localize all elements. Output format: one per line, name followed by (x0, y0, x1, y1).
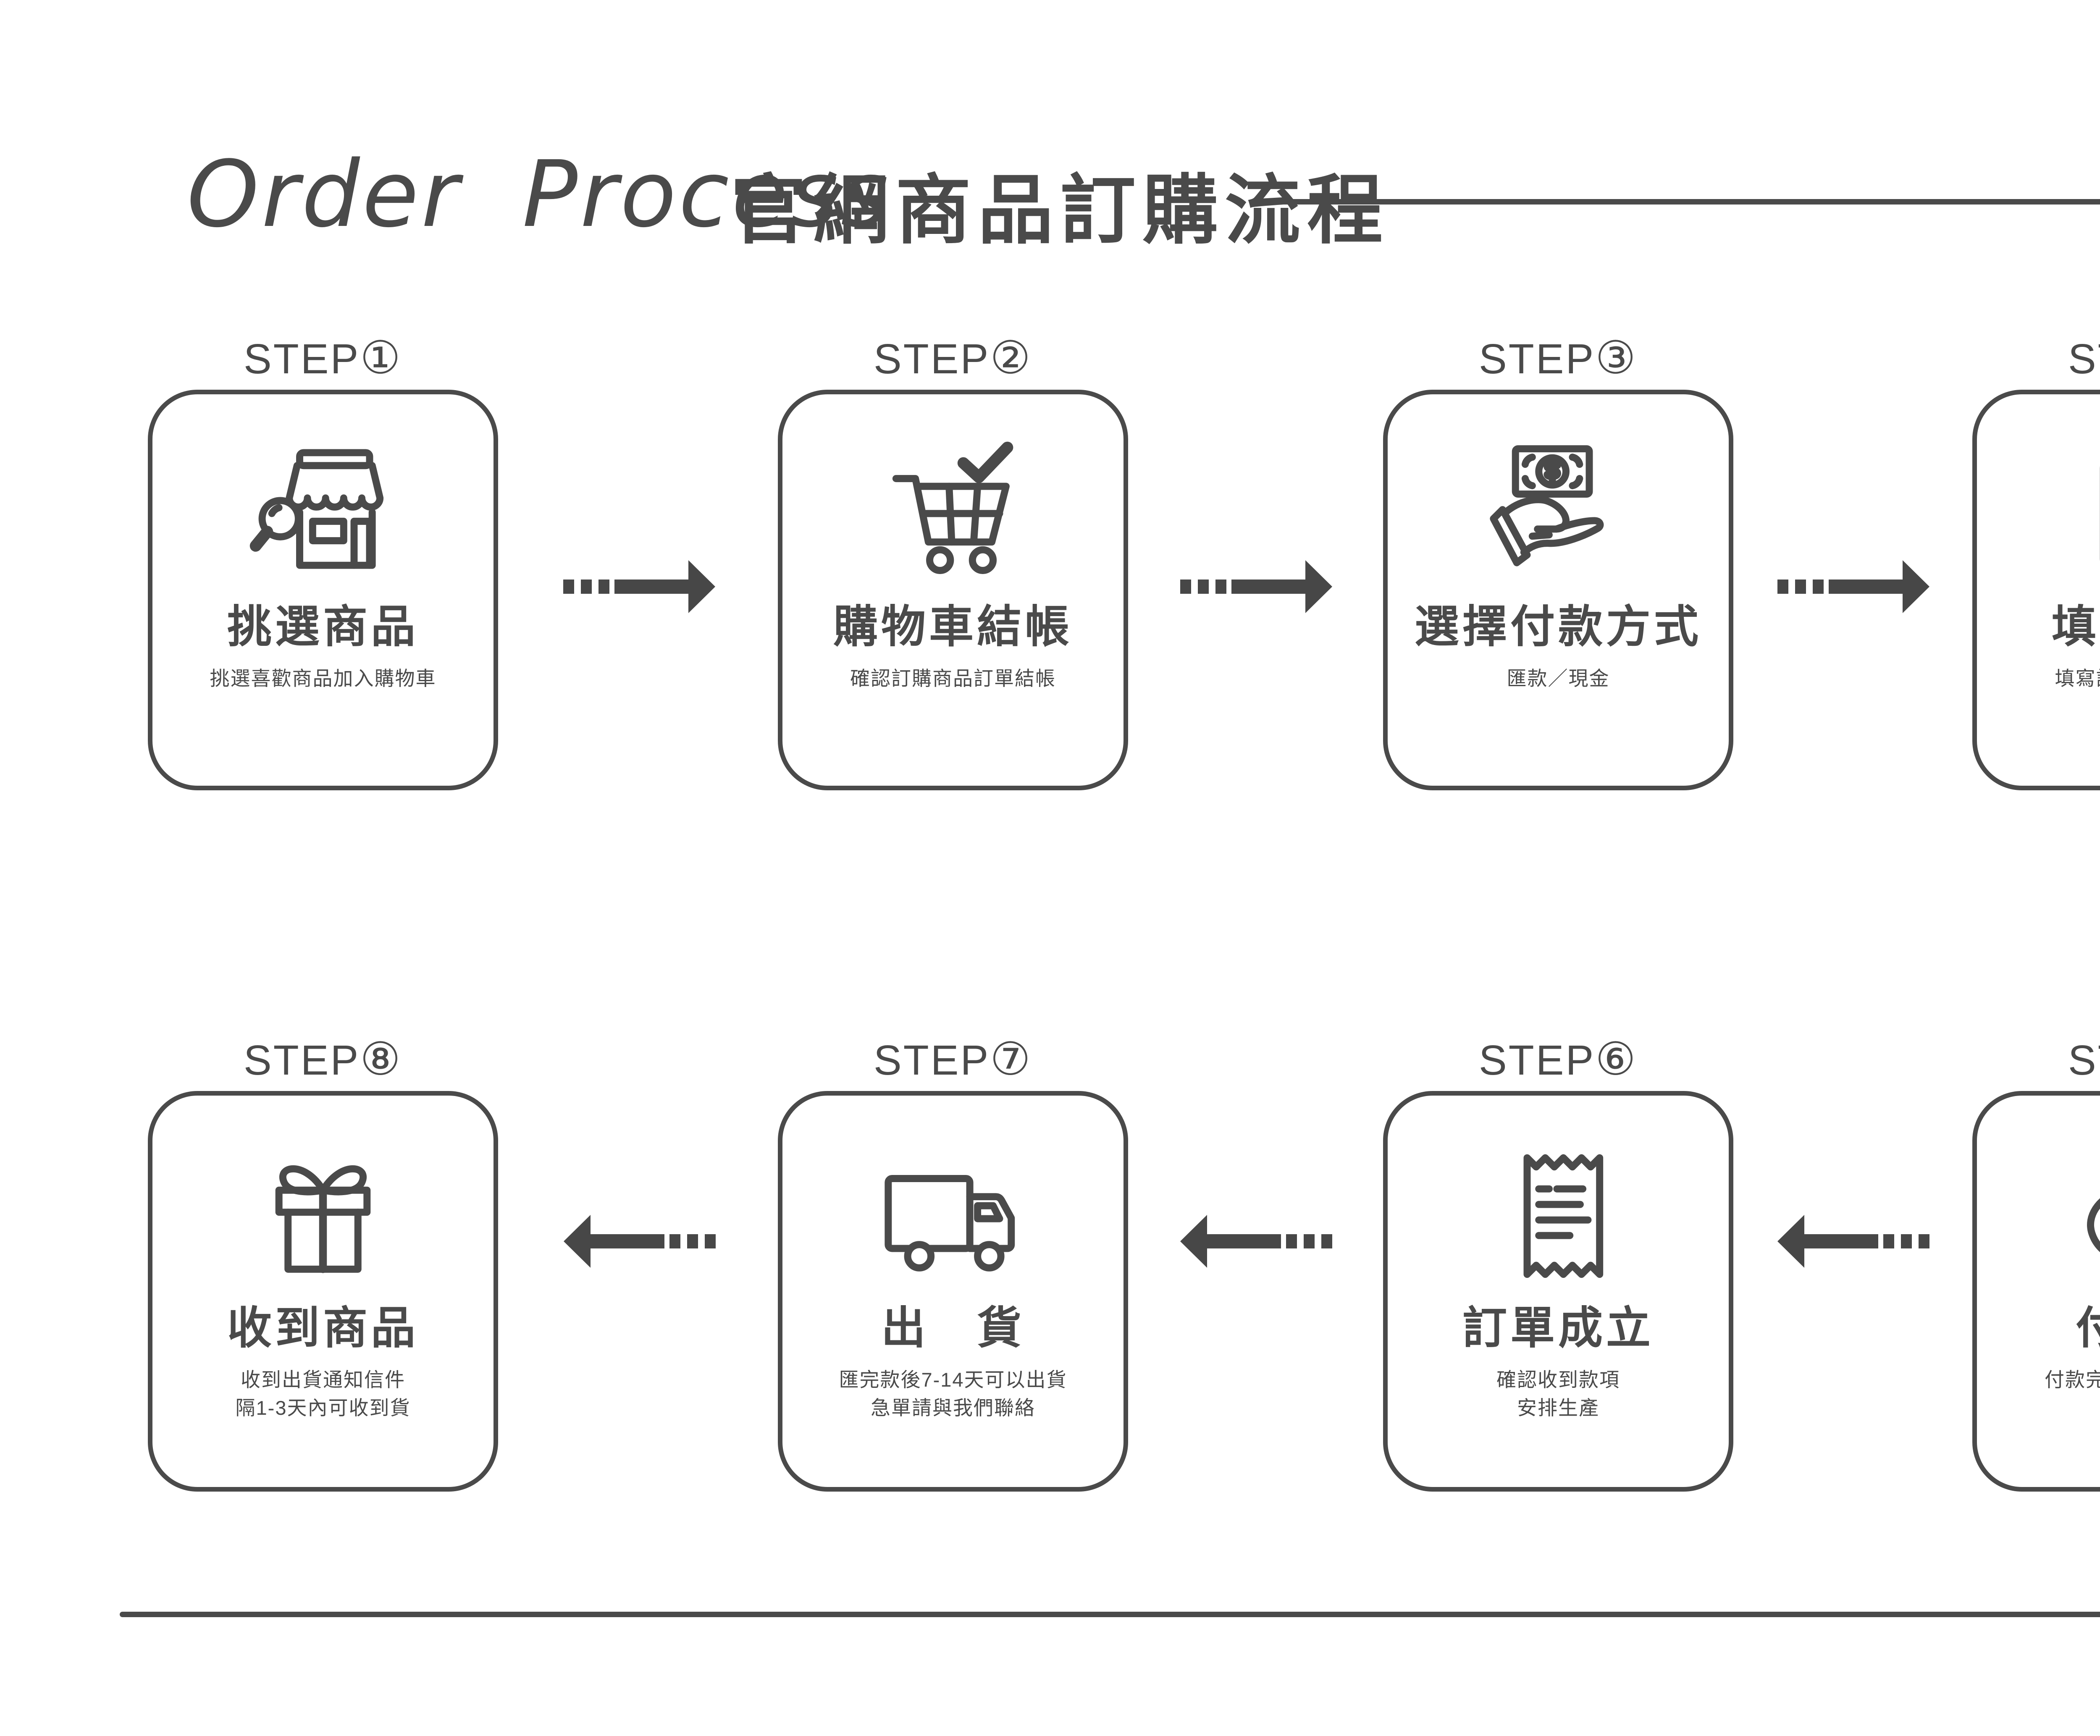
step-7-label: STEP⑦ (778, 1033, 1128, 1085)
step-6-label: STEP⑥ (1383, 1033, 1733, 1085)
step-7-title: 出 貨 (881, 1303, 1025, 1353)
step-2-title: 購物車結帳 (833, 602, 1073, 652)
step-8-card: 收到商品 收到出貨通知信件 隔1-3天內可收到貨 (148, 1091, 498, 1492)
step-number: ⑥ (1595, 1033, 1638, 1084)
step-1-label: STEP① (148, 332, 498, 384)
footer-rule-line (120, 1612, 2100, 1617)
step-3-subtitle: 匯款／現金 (1507, 667, 1610, 690)
step-8-label: STEP⑧ (148, 1033, 498, 1085)
step-6: STEP⑥ 訂單成立 確認收到款項 安排生產 (1383, 1033, 1733, 1492)
step-7: STEP⑦ 出 貨 匯完款後7-14天可以出貨 急單請與我們聯絡 (778, 1033, 1128, 1492)
step-3-label: STEP③ (1383, 332, 1733, 384)
step-4-label: STEP④ (1972, 332, 2100, 384)
step-number: ⑦ (990, 1033, 1032, 1084)
step-2-subtitle: 確認訂購商品訂單結帳 (850, 667, 1056, 690)
step-5: STEP⑤ 付 款 付款完成後請通知我們 (1972, 1033, 2100, 1492)
step-8-subtitle: 收到出貨通知信件 隔1-3天內可收到貨 (235, 1369, 411, 1419)
step-label-text: STEP (2068, 1037, 2100, 1084)
arrow-left-icon (1777, 1214, 1929, 1269)
step-2-label: STEP② (778, 332, 1128, 384)
title-rule-line (1250, 199, 2100, 205)
step-number: ⑧ (360, 1033, 402, 1084)
step-label-text: STEP (873, 1037, 990, 1084)
step-6-card: 訂單成立 確認收到款項 安排生產 (1383, 1091, 1733, 1492)
step-3-card: 選擇付款方式 匯款／現金 (1383, 390, 1733, 791)
page-title-english: Order Process (187, 142, 891, 248)
arrow-right-icon (1180, 559, 1332, 614)
step-7-subtitle: 匯完款後7-14天可以出貨 急單請與我們聯絡 (839, 1369, 1067, 1419)
step-label-text: STEP (1478, 336, 1596, 383)
arrow-left-icon (564, 1214, 716, 1269)
gift-box-icon (275, 1165, 371, 1273)
step-1: STEP① 挑選商品 挑選喜歡商 (148, 332, 498, 791)
step-4-title: 填寫資料 (2052, 602, 2100, 652)
step-3: STEP③ (1383, 332, 1733, 791)
step-5-card: 付 款 付款完成後請通知我們 (1972, 1091, 2100, 1492)
step-1-subtitle: 挑選喜歡商品加入購物車 (210, 667, 436, 690)
step-1-card: 挑選商品 挑選喜歡商品加入購物車 (148, 390, 498, 791)
receipt-icon (1523, 1154, 1604, 1278)
page-title-chinese: 官網商品訂購流程 (731, 168, 1390, 253)
step-6-title: 訂單成立 (1462, 1303, 1654, 1353)
truck-icon (885, 1175, 1015, 1272)
step-1-title: 挑選商品 (227, 602, 419, 652)
clipboard-pen-icon (2059, 438, 2100, 594)
step-8: STEP⑧ 收到商品 收到出貨通知信件 隔1-3天內可收到貨 (148, 1033, 498, 1492)
step-4: STEP④ (1972, 332, 2100, 791)
step-2: STEP② 購物車結帳 確認訂購商品訂單結帳 (778, 332, 1128, 791)
step-label-text: STEP (243, 1037, 360, 1084)
storefront-search-icon (249, 449, 384, 569)
arrow-left-icon (1180, 1214, 1332, 1269)
step-3-title: 選擇付款方式 (1415, 602, 1702, 652)
step-2-card: 購物車結帳 確認訂購商品訂單結帳 (778, 390, 1128, 791)
step-4-subtitle: 填寫訂購與寄送資料 (2055, 667, 2100, 690)
arrow-right-icon (1777, 559, 1929, 614)
step-number: ③ (1595, 332, 1638, 383)
step-number: ① (360, 332, 402, 383)
step-label-text: STEP (2068, 336, 2100, 383)
cash-in-hand-icon (1490, 445, 1604, 566)
step-5-subtitle: 付款完成後請通知我們 (2045, 1369, 2100, 1391)
step-label-text: STEP (873, 336, 990, 383)
step-5-label: STEP⑤ (1972, 1033, 2100, 1085)
step-8-title: 收到商品 (227, 1303, 419, 1353)
step-5-title: 付 款 (2076, 1303, 2100, 1354)
arrow-right-icon (563, 559, 715, 614)
step-6-subtitle: 確認收到款項 安排生產 (1496, 1369, 1620, 1419)
step-7-card: 出 貨 匯完款後7-14天可以出貨 急單請與我們聯絡 (778, 1091, 1128, 1492)
piggy-bank-icon (2087, 1198, 2100, 1253)
step-label-text: STEP (1478, 1037, 1596, 1084)
step-4-card: 填寫資料 填寫訂購與寄送資料 (1972, 390, 2100, 791)
cart-check-icon (892, 441, 1013, 574)
step-label-text: STEP (243, 336, 360, 383)
step-number: ② (990, 332, 1032, 383)
